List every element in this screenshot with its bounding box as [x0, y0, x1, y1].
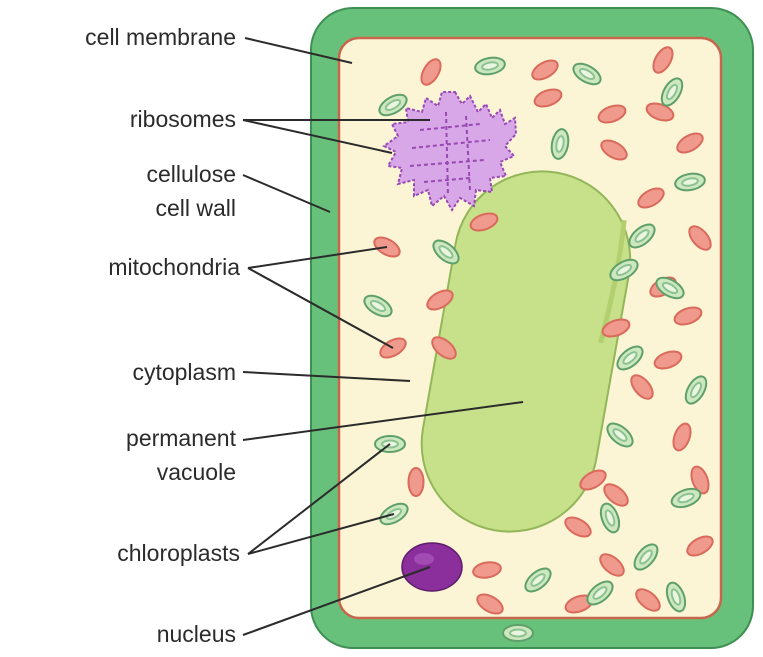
label-mitochondria: mitochondria: [108, 254, 240, 280]
label-cytoplasm: cytoplasm: [132, 359, 236, 385]
label-vacuole: vacuole: [157, 459, 236, 485]
label-permanent: permanent: [126, 425, 237, 451]
chloroplast-core: [510, 630, 526, 637]
nucleus-highlight: [414, 553, 434, 565]
label-cell-membrane: cell membrane: [85, 24, 236, 50]
label-nucleus: nucleus: [157, 621, 236, 647]
nucleus-shape: [402, 543, 462, 591]
label-chloroplasts: chloroplasts: [117, 540, 240, 566]
label-ribosomes: ribosomes: [130, 106, 236, 132]
mitochondrion: [409, 468, 424, 496]
label-cellulose: cellulose: [147, 161, 237, 187]
label-cell-wall: cell wall: [155, 195, 236, 221]
